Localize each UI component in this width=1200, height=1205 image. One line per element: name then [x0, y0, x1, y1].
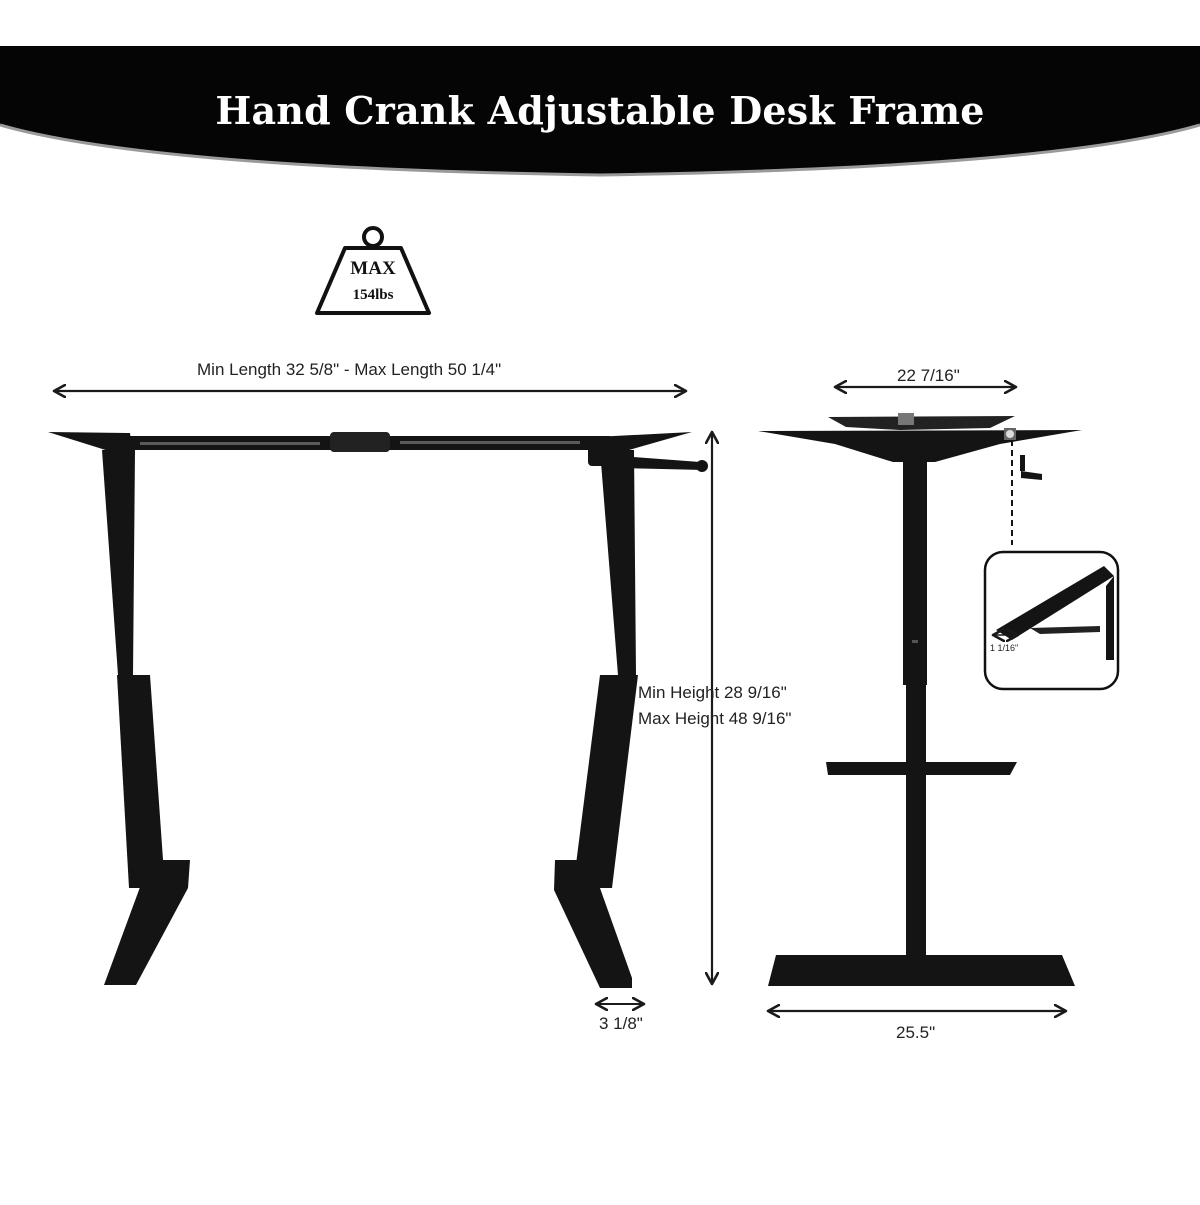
weight-capacity-label: 154lbs [352, 287, 394, 303]
weight-icon [315, 226, 431, 315]
side-view-frame [758, 413, 1082, 986]
detail-inset [983, 550, 1120, 691]
length-label: Min Length 32 5/8" - Max Length 50 1/4" [197, 360, 502, 379]
detail-gap-label: 1 1/16" [990, 643, 1019, 653]
page-title: Hand Crank Adjustable Desk Frame [215, 88, 985, 133]
weight-max-label: MAX [350, 258, 396, 279]
foot-width-label: 3 1/8" [599, 1014, 643, 1033]
max-height-label: Max Height 48 9/16" [638, 709, 792, 728]
front-view-frame [48, 432, 708, 988]
min-height-label: Min Height 28 9/16" [638, 683, 787, 702]
top-width-label: 22 7/16" [897, 366, 960, 385]
banner-rim [0, 123, 1200, 177]
title-banner [0, 46, 1200, 175]
base-depth-label: 25.5" [896, 1023, 936, 1042]
